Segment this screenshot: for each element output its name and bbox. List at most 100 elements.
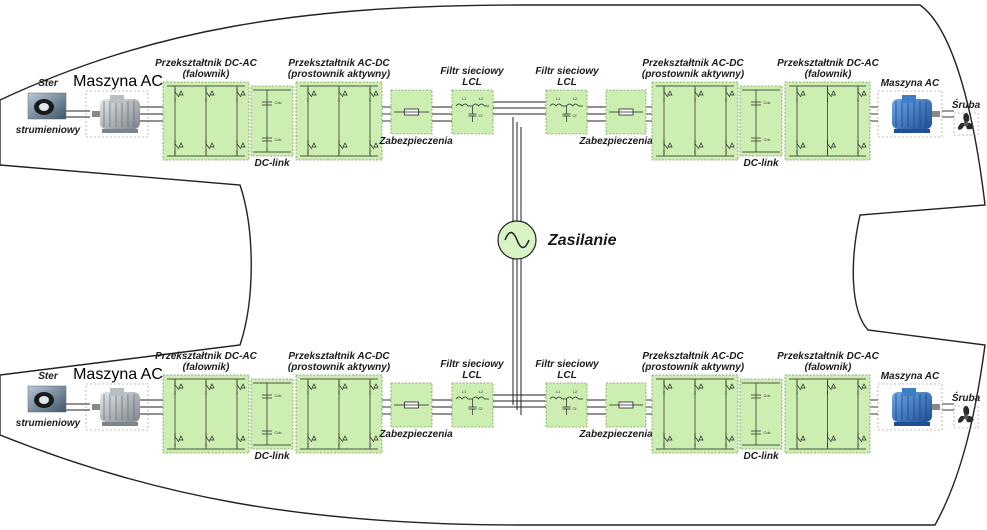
- zabezpieczenia-label: Zabezpieczenia: [578, 136, 653, 147]
- rectifier-subtitle: (prostownik aktywny): [642, 362, 745, 373]
- dc-link-label: DC-link: [744, 451, 779, 462]
- zabezpieczenia-label: Zabezpieczenia: [578, 429, 653, 440]
- ac-motor-icon: [892, 95, 940, 133]
- ac-motor-icon: [92, 388, 140, 426]
- motor-frame: [85, 383, 149, 431]
- filter-subtitle: LCL: [557, 370, 576, 381]
- maszyna-ac-label: Maszyna AC: [73, 366, 163, 383]
- switch-legs: [656, 378, 735, 450]
- rectifier-title: Przekształtnik AC-DC: [642, 351, 744, 362]
- rectifier-title: Przekształtnik AC-DC: [288, 58, 390, 69]
- l1-label: L1: [462, 96, 467, 101]
- dc-link-block: [250, 85, 294, 157]
- switch-legs: [300, 85, 379, 157]
- wires: [870, 106, 878, 122]
- dc-link-capacitors: [253, 382, 291, 446]
- inverter-title: Przekształtnik DC-AC: [777, 351, 879, 362]
- filter-title: Filtr sieciowy: [535, 359, 599, 370]
- lcl-filter-icon: [549, 396, 583, 415]
- dc-link-block: [739, 378, 783, 450]
- wires: [587, 399, 606, 415]
- fuse-icon: [609, 401, 643, 409]
- maszyna-ac-label: Maszyna AC: [881, 371, 940, 382]
- maszyna-ac-label: Maszyna AC: [73, 73, 163, 90]
- wires: [432, 106, 452, 122]
- cf-label: Cf: [479, 113, 484, 118]
- switch-legs: [789, 378, 867, 450]
- propeller-icon: [957, 405, 974, 423]
- filter-subtitle: LCL: [462, 77, 481, 88]
- switch-legs: [167, 378, 246, 450]
- cdc-label: Cdc: [274, 137, 281, 142]
- switch-legs: [656, 85, 735, 157]
- rectifier-subtitle: (prostownik aktywny): [288, 362, 391, 373]
- sruba-label: Śruba: [952, 98, 981, 111]
- dc-link-capacitors: [742, 382, 780, 446]
- cdc-label: Cdc: [763, 100, 770, 105]
- lcl-filter-icon: [455, 396, 489, 415]
- filter-title: Filtr sieciowy: [440, 359, 504, 370]
- cdc-label: Cdc: [763, 137, 770, 142]
- dc-link-block: [250, 378, 294, 450]
- ster-label: Ster: [38, 371, 59, 382]
- shaft-line: [942, 403, 954, 411]
- l2-label: L2: [573, 96, 578, 101]
- fuse-icon: [394, 401, 429, 409]
- thruster-icon: [27, 92, 67, 120]
- wires: [493, 394, 546, 408]
- l1-label: L1: [556, 96, 561, 101]
- dc-link-label: DC-link: [255, 158, 290, 169]
- l2-label: L2: [479, 96, 484, 101]
- cf-label: Cf: [479, 406, 484, 411]
- wires: [646, 399, 652, 415]
- rectifier-subtitle: (prostownik aktywny): [288, 69, 391, 80]
- inverter-subtitle: (falownik): [183, 69, 230, 80]
- switch-legs: [300, 378, 379, 450]
- fuse-icon: [609, 108, 643, 116]
- hull-outline: [0, 4, 986, 526]
- switch-legs: [167, 85, 246, 157]
- zabezpieczenia-label: Zabezpieczenia: [378, 136, 453, 147]
- shaft-line: [942, 110, 954, 118]
- motor-frame: [877, 383, 943, 431]
- inverter-title: Przekształtnik DC-AC: [155, 351, 257, 362]
- wires: [587, 106, 606, 122]
- dc-link-label: DC-link: [744, 158, 779, 169]
- cdc-label: Cdc: [274, 430, 281, 435]
- cdc-label: Cdc: [763, 430, 770, 435]
- lcl-filter-icon: [549, 103, 583, 122]
- vertical-bus: [512, 117, 522, 415]
- dc-link-capacitors: [253, 89, 291, 153]
- filter-title: Filtr sieciowy: [535, 66, 599, 77]
- lcl-filter-icon: [455, 103, 489, 122]
- wires: [140, 399, 163, 415]
- dc-link-label: DC-link: [255, 451, 290, 462]
- inverter-subtitle: (falownik): [805, 362, 852, 373]
- rectifier-title: Przekształtnik AC-DC: [288, 351, 390, 362]
- wires: [140, 106, 163, 122]
- cf-label: Cf: [573, 406, 578, 411]
- l2-label: L2: [573, 389, 578, 394]
- ac-motor-icon: [892, 388, 940, 426]
- inverter-title: Przekształtnik DC-AC: [155, 58, 257, 69]
- cdc-label: Cdc: [274, 393, 281, 398]
- cdc-label: Cdc: [763, 393, 770, 398]
- wires: [646, 106, 652, 122]
- inverter-subtitle: (falownik): [183, 362, 230, 373]
- ac-source-icon: [497, 220, 537, 260]
- l1-label: L1: [462, 389, 467, 394]
- filter-subtitle: LCL: [557, 77, 576, 88]
- ster-label: Ster: [38, 78, 59, 89]
- strumieniowy-label: strumieniowy: [16, 125, 81, 136]
- wires: [870, 399, 878, 415]
- l2-label: L2: [479, 389, 484, 394]
- motor-frame: [85, 90, 149, 138]
- maszyna-ac-label: Maszyna AC: [881, 78, 940, 89]
- switch-legs: [789, 85, 867, 157]
- inverter-title: Przekształtnik DC-AC: [777, 58, 879, 69]
- l1-label: L1: [556, 389, 561, 394]
